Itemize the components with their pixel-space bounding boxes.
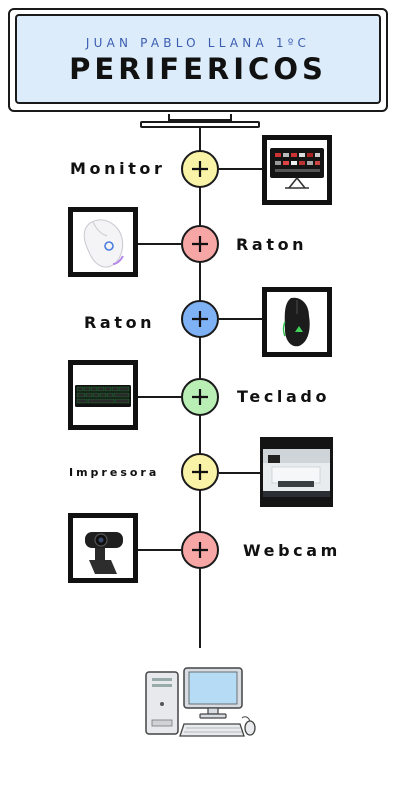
header-screen: JUAN PABLO LLANA 1ºC PERIFERICOS <box>15 14 381 104</box>
item-label-raton-2: Raton <box>84 313 156 332</box>
gaming-mouse-image <box>262 287 332 357</box>
item-label-teclado: Teclado <box>237 387 331 406</box>
connector-line <box>219 168 264 170</box>
desktop-computer-icon <box>140 664 260 744</box>
plus-icon <box>192 542 208 558</box>
connector-line <box>136 396 181 398</box>
connector-line <box>136 243 181 245</box>
plus-node-webcam[interactable] <box>181 531 219 569</box>
author-subtitle: JUAN PABLO LLANA 1ºC <box>85 36 311 50</box>
plus-icon <box>192 464 208 480</box>
item-label-raton-1: Raton <box>236 235 308 254</box>
item-label-webcam: Webcam <box>243 541 341 560</box>
plus-node-raton-2[interactable] <box>181 300 219 338</box>
connector-line <box>219 472 264 474</box>
header-monitor-stand <box>140 121 260 128</box>
plus-icon <box>192 389 208 405</box>
plus-icon <box>192 236 208 252</box>
connector-line <box>219 318 264 320</box>
page-title: PERIFERICOS <box>69 52 327 86</box>
monitor-image <box>262 135 332 205</box>
connector-line <box>136 549 181 551</box>
white-mouse-image <box>68 207 138 277</box>
plus-icon <box>192 311 208 327</box>
plus-node-impresora[interactable] <box>181 453 219 491</box>
plus-node-monitor[interactable] <box>181 150 219 188</box>
item-label-impresora: Impresora <box>69 466 160 479</box>
header-monitor-neck <box>168 114 232 121</box>
header-monitor-frame: JUAN PABLO LLANA 1ºC PERIFERICOS <box>8 8 388 112</box>
plus-icon <box>192 161 208 177</box>
printer-image <box>260 437 333 507</box>
webcam-image <box>68 513 138 583</box>
item-label-monitor: Monitor <box>70 159 166 178</box>
keyboard-image <box>68 360 138 430</box>
plus-node-raton-1[interactable] <box>181 225 219 263</box>
plus-node-teclado[interactable] <box>181 378 219 416</box>
